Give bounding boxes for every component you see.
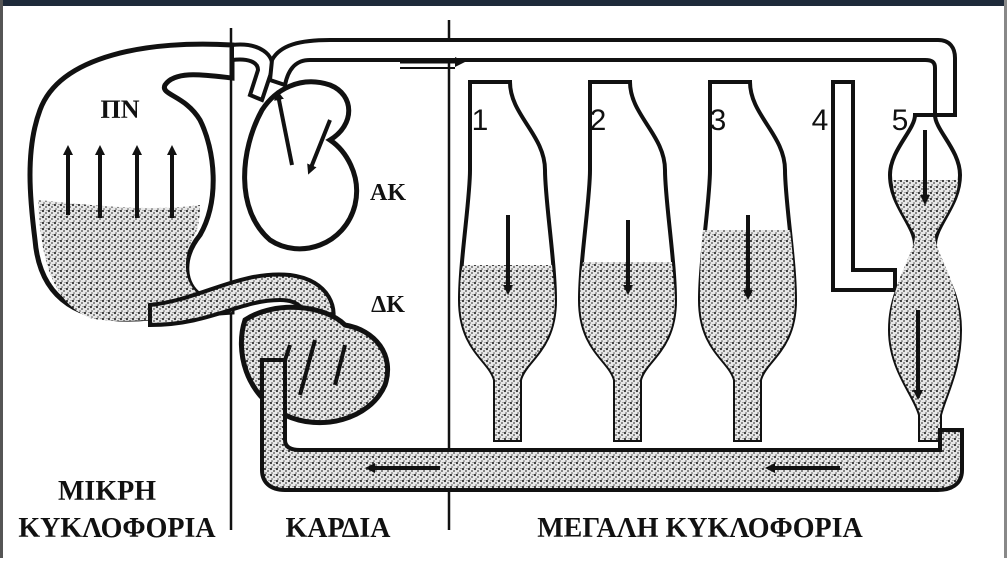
section-left-title-line2: ΚΥΚΛΟΦΟΡΙΑ — [18, 513, 216, 544]
top-frame-border — [0, 0, 1007, 6]
vessel-number-5: 5 — [892, 104, 909, 137]
vessel-number-1: 1 — [472, 104, 489, 137]
label-right-heart: ΔΚ — [371, 292, 405, 318]
section-middle-title: ΚΑΡΔΙΑ — [286, 513, 392, 544]
pulmonary-vein — [232, 45, 272, 100]
section-left-title-line1: ΜΙΚΡΗ — [58, 476, 156, 507]
section-right-title: ΜΕΓΑΛΗ ΚΥΚΛΟΦΟΡΙΑ — [537, 513, 863, 544]
left-frame-border — [0, 0, 3, 558]
vessel-number-3: 3 — [710, 104, 727, 137]
vessel-number-4: 4 — [812, 104, 829, 137]
vessel-number-2: 2 — [590, 104, 607, 137]
vessel-4 — [833, 82, 895, 290]
label-lungs: ΠΝ — [101, 95, 140, 124]
label-left-heart: ΑΚ — [370, 180, 406, 206]
lung-sac — [30, 44, 232, 321]
vessel-5 — [890, 115, 960, 440]
left-heart — [245, 82, 357, 249]
